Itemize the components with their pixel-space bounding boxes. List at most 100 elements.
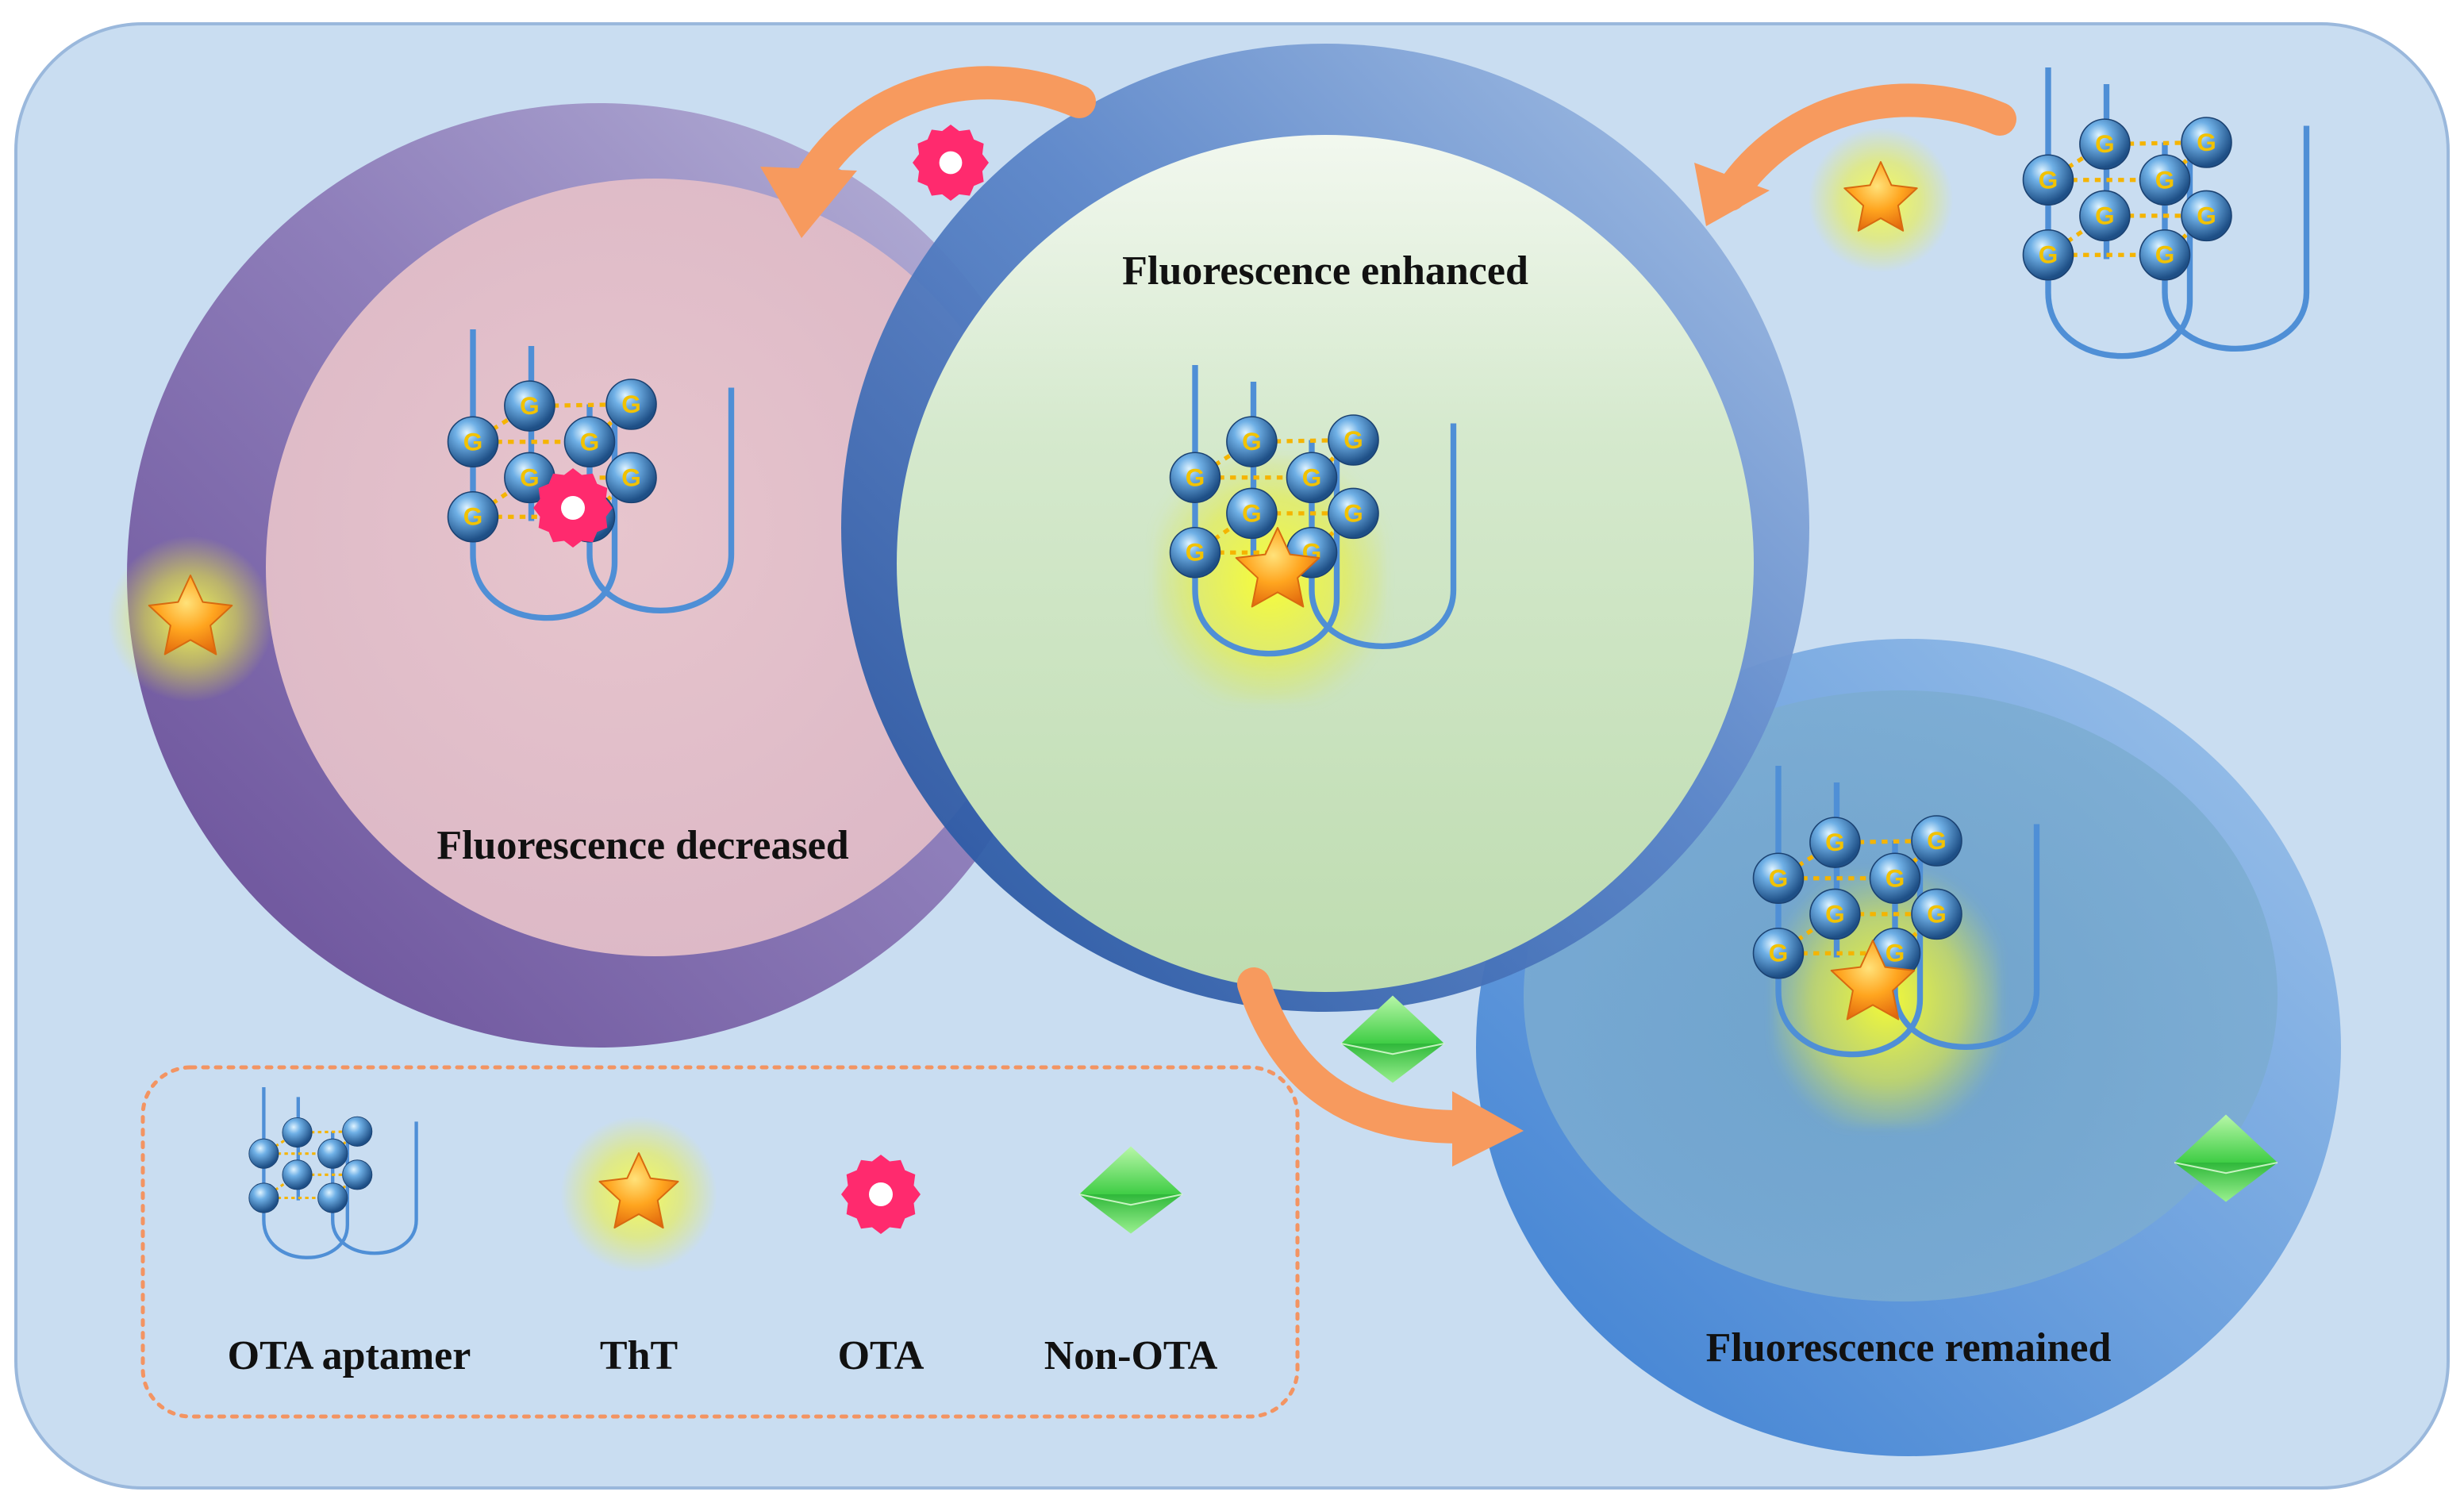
guanine-node: G <box>2022 154 2074 206</box>
guanine-letter: G <box>1885 863 1905 892</box>
guanine-letter: G <box>520 391 540 420</box>
legend-box <box>140 1065 1300 1419</box>
strand-right <box>331 1121 418 1255</box>
guanine-node <box>282 1159 313 1190</box>
guanine-node: G <box>1286 452 1338 504</box>
guanine-letter: G <box>520 463 540 491</box>
guanine-letter: G <box>1242 427 1262 456</box>
guanine-node <box>317 1182 348 1213</box>
guanine-letter: G <box>1242 498 1262 527</box>
ota-cog-arrow <box>913 125 989 201</box>
guanine-letter: G <box>580 427 600 456</box>
guanine-letter: G <box>1825 828 1845 856</box>
legend-ota-icon <box>841 1155 921 1234</box>
guanine-node: G <box>1328 414 1379 466</box>
non-ota-diamond-arrow <box>1340 995 1445 1083</box>
strand-right <box>1309 423 1457 650</box>
guanine-node: G <box>2181 190 2232 242</box>
ota-cog-bound <box>533 468 613 548</box>
tht-star-bound-remained <box>1830 940 1916 1021</box>
guanine-node: G <box>605 452 657 504</box>
guanine-letter: G <box>1343 425 1363 454</box>
guanine-node: G <box>2139 154 2191 206</box>
guanine-node: G <box>1752 852 1805 905</box>
guanine-node <box>248 1138 279 1169</box>
guanine-node: G <box>1328 487 1379 540</box>
arrow-to-enhanced <box>1694 83 2016 226</box>
guanine-letter: G <box>1186 463 1205 491</box>
strand-right <box>586 387 735 614</box>
legend-label-ota: OTA <box>838 1333 924 1378</box>
guanine-letter: G <box>1927 899 1947 928</box>
strand-right <box>2162 125 2310 352</box>
guanine-node: G <box>447 416 499 468</box>
guanine-node: G <box>2079 118 2131 170</box>
guanine-letter: G <box>1769 939 1789 967</box>
decreased-panel <box>127 103 1071 1048</box>
guanine-node: G <box>1911 815 1962 867</box>
decreased-label: Fluorescence decreased <box>436 823 848 868</box>
tht-star-top-right <box>1808 127 1954 273</box>
non-ota-diamond-remained <box>2174 1114 2278 1202</box>
guanine-letter: G <box>2039 240 2058 269</box>
guanine-node: G <box>1809 817 1861 868</box>
guanine-letter: G <box>1885 939 1905 967</box>
guanine-letter: G <box>2155 240 2175 269</box>
guanine-node: G <box>504 380 555 432</box>
guanine-letter: G <box>1825 899 1845 928</box>
guanine-node: G <box>2022 229 2074 281</box>
guanine-letter: G <box>1769 863 1789 892</box>
strand-left <box>470 329 618 621</box>
guanine-node: G <box>1169 452 1221 504</box>
legend-label-aptamer: OTA aptamer <box>228 1333 471 1378</box>
legend-label-non-ota: Non-OTA <box>1044 1333 1218 1378</box>
guanine-node: G <box>1226 416 1278 467</box>
guanine-node: G <box>563 416 616 468</box>
guanine-node <box>342 1159 373 1190</box>
guanine-node <box>248 1182 279 1213</box>
strand-left <box>1775 766 1924 1058</box>
arrow-to-remained <box>1237 967 1524 1167</box>
strand-left <box>1192 365 1340 657</box>
guanine-node: G <box>1169 526 1221 579</box>
guanine-letter: G <box>2039 165 2058 194</box>
legend-label-tht: ThT <box>600 1333 678 1378</box>
guanine-node: G <box>447 490 499 543</box>
guanine-letter: G <box>2155 165 2175 194</box>
guanine-letter: G <box>463 502 483 531</box>
guanine-node: G <box>2181 117 2232 168</box>
guanine-node: G <box>1226 487 1278 540</box>
guanine-letter: G <box>463 427 483 456</box>
guanine-letter: G <box>621 463 641 491</box>
enhanced-label: Fluorescence enhanced <box>1122 248 1528 294</box>
guanine-node: G <box>1911 888 1962 940</box>
guanine-node: G <box>605 379 657 430</box>
guanine-letter: G <box>2197 201 2216 229</box>
decreased-inner-disc <box>266 179 1044 956</box>
guanine-letter: G <box>1343 498 1363 527</box>
guanine-node <box>317 1138 348 1169</box>
guanine-letter: G <box>2197 128 2216 156</box>
guanine-letter: G <box>2095 201 2115 229</box>
guanine-letter: G <box>2095 129 2115 158</box>
guanine-letter: G <box>1927 826 1947 855</box>
legend-aptamer-icon <box>248 1087 418 1259</box>
guanine-letter: G <box>1186 538 1205 567</box>
molecule-markers <box>107 125 2278 1273</box>
guanine-node: G <box>1752 927 1805 979</box>
strand-left <box>2045 67 2193 359</box>
legend-non-ota-icon <box>1078 1146 1183 1234</box>
arrow-to-decreased <box>760 66 1096 238</box>
guanine-node <box>342 1116 373 1147</box>
guanine-letter: G <box>621 390 641 418</box>
legend-tht-icon <box>560 1116 717 1273</box>
tht-star-released <box>107 536 274 702</box>
strand-left <box>262 1087 349 1259</box>
guanine-node: G <box>2139 229 2191 281</box>
guanine-node <box>282 1117 313 1148</box>
